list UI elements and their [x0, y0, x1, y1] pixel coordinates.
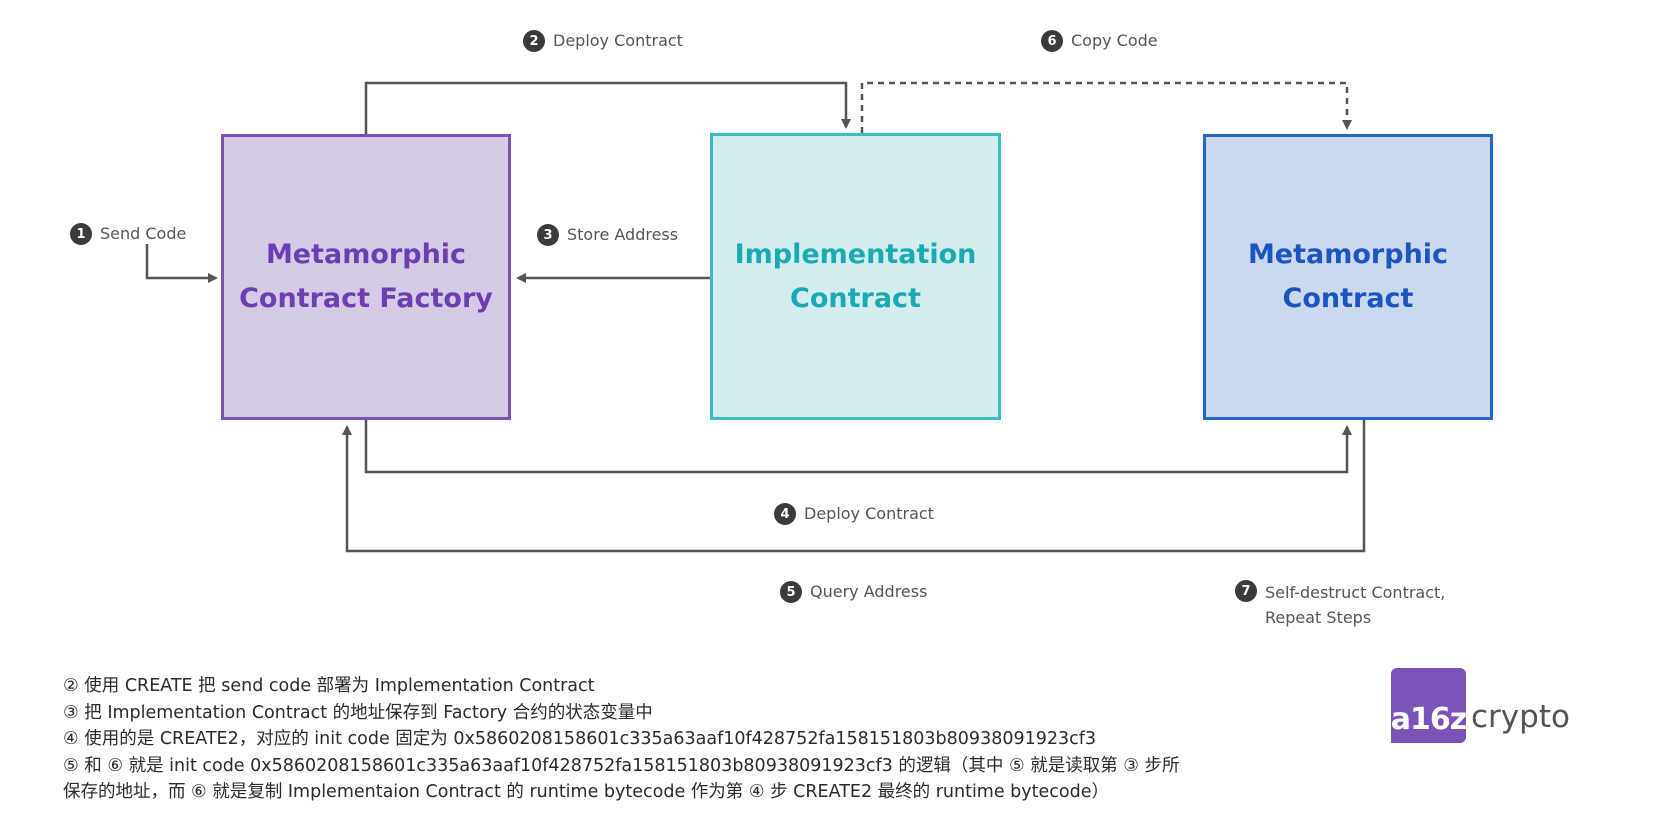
step-6-copy-code: 6 Copy Code — [1041, 30, 1158, 52]
metamorphic-title-line1: Metamorphic — [1247, 239, 1449, 270]
crypto-logo-word: crypto — [1471, 699, 1570, 735]
arrow-query-address — [342, 420, 1366, 553]
step-7-self-destruct: 7 Self-destruct Contract, Repeat Steps — [1235, 580, 1445, 630]
step-4-label: Deploy Contract — [804, 504, 934, 523]
step-5-badge: 5 — [780, 581, 802, 603]
arrow-deploy-metamorphic — [364, 420, 1352, 474]
note-line-4: ⑤ 和 ⑥ 就是 init code 0x5860208158601c335a6… — [63, 755, 1180, 776]
step-4-deploy-contract: 4 Deploy Contract — [774, 503, 934, 525]
note-line-3: ④ 使用的是 CREATE2，对应的 init code 固定为 0x58602… — [63, 729, 1097, 749]
explanation-notes: ② 使用 CREATE 把 send code 部署为 Implementati… — [63, 673, 1180, 806]
step-1-label: Send Code — [100, 224, 187, 243]
step-3-label: Store Address — [567, 225, 679, 244]
a16z-logo-mark: a16z — [1391, 668, 1467, 743]
step-2-deploy-contract: 2 Deploy Contract — [523, 30, 683, 52]
step-2-label: Deploy Contract — [553, 31, 683, 50]
implementation-title-line1: Implementation — [734, 238, 977, 270]
step-7-badge: 7 — [1235, 580, 1257, 602]
step-7-label-line2: Repeat Steps — [1265, 608, 1372, 627]
step-7-label-line1: Self-destruct Contract, — [1265, 583, 1446, 602]
step-1-badge: 1 — [70, 223, 92, 245]
step-3-badge: 3 — [537, 224, 559, 246]
step-6-label: Copy Code — [1071, 31, 1158, 50]
box-metamorphic-contract: Metamorphic Contract — [1203, 134, 1493, 420]
box-metamorphic-contract-factory: Metamorphic Contract Factory — [221, 134, 511, 420]
a16z-crypto-logo: a16z crypto — [1391, 668, 1570, 743]
box-implementation-contract: Implementation Contract — [710, 133, 1001, 420]
step-2-badge: 2 — [523, 30, 545, 52]
arrow-deploy-implementation — [364, 81, 851, 134]
step-6-badge: 6 — [1041, 30, 1063, 52]
factory-title-line1: Metamorphic — [265, 239, 467, 270]
note-line-5: 保存的地址，而 ⑥ 就是复制 Implementaion Contract 的 … — [63, 782, 1109, 802]
step-5-label: Query Address — [810, 582, 928, 601]
note-line-2: ③ 把 Implementation Contract 的地址保存到 Facto… — [63, 702, 653, 723]
metamorphic-title-line2: Contract — [1282, 283, 1414, 314]
step-3-store-address: 3 Store Address — [537, 224, 678, 246]
step-1-send-code: 1 Send Code — [70, 223, 186, 245]
factory-title-line2: Contract Factory — [239, 283, 493, 314]
note-line-1: ② 使用 CREATE 把 send code 部署为 Implementati… — [63, 676, 595, 696]
arrow-send-code — [145, 244, 218, 283]
step-5-query-address: 5 Query Address — [780, 581, 927, 603]
step-4-badge: 4 — [774, 503, 796, 525]
implementation-title-line2: Contract — [790, 282, 921, 314]
arrow-copy-code — [860, 81, 1352, 133]
